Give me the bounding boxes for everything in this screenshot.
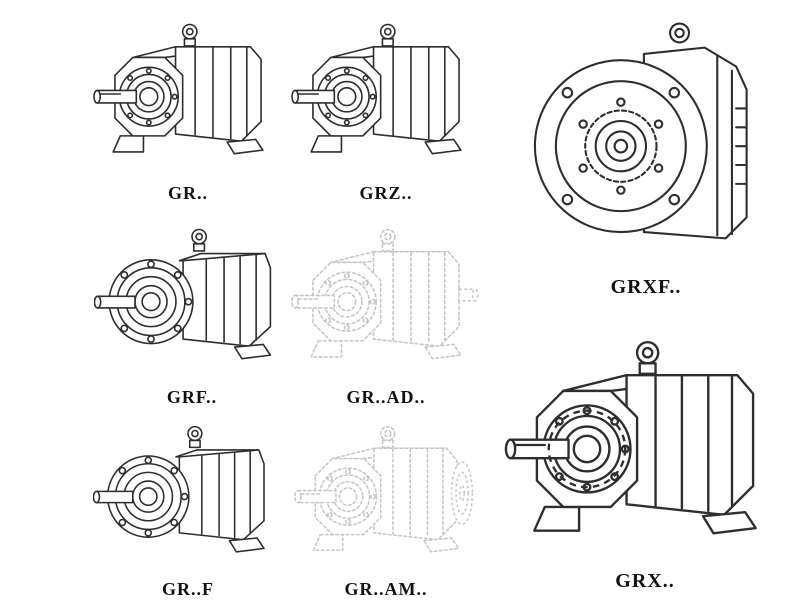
gearbox-figure-gram: GR..AM.. bbox=[286, 408, 486, 600]
gearbox-drawing-grz bbox=[288, 8, 484, 180]
gearbox-figure-grf: GRF.. bbox=[92, 208, 292, 408]
gearbox-drawing-grxf bbox=[515, 12, 777, 274]
gearbox-figure-grxf: GRXF.. bbox=[498, 0, 794, 298]
input-adapter-stub bbox=[458, 288, 479, 302]
gearbox-figure-grx: GRX.. bbox=[495, 300, 795, 592]
gearbox-drawing-grf bbox=[94, 214, 290, 384]
gearbox-label-grx: GRX.. bbox=[615, 570, 675, 592]
gearbox-figure-grz: GRZ.. bbox=[288, 2, 484, 204]
gearbox-drawing-gr bbox=[90, 8, 286, 180]
gearbox-label-grxf: GRXF.. bbox=[610, 276, 682, 298]
gearbox-label-gr: GR.. bbox=[168, 183, 208, 203]
gearbox-label-grz: GRZ.. bbox=[359, 183, 413, 203]
gearbox-drawing-gram bbox=[291, 412, 474, 576]
gearbox-label-gram: GR..AM.. bbox=[344, 579, 428, 599]
gearbox-drawing-grx bbox=[500, 322, 790, 568]
gearbox-label-grad: GR..AD.. bbox=[346, 387, 426, 407]
finned-hub-ring bbox=[547, 409, 627, 489]
gearbox-drawing-grfoot-flange bbox=[93, 412, 283, 576]
motor-adapter-flange bbox=[450, 461, 474, 526]
gearbox-drawing-grad bbox=[288, 214, 479, 384]
gearbox-figure-grfoot-flange: GR..F bbox=[88, 408, 288, 600]
gearbox-figure-grad: GR..AD.. bbox=[286, 208, 486, 408]
gearbox-label-grfoot-flange: GR..F bbox=[162, 579, 214, 599]
gearbox-figure-gr: GR.. bbox=[88, 2, 288, 204]
gearbox-label-grf: GRF.. bbox=[166, 387, 218, 407]
